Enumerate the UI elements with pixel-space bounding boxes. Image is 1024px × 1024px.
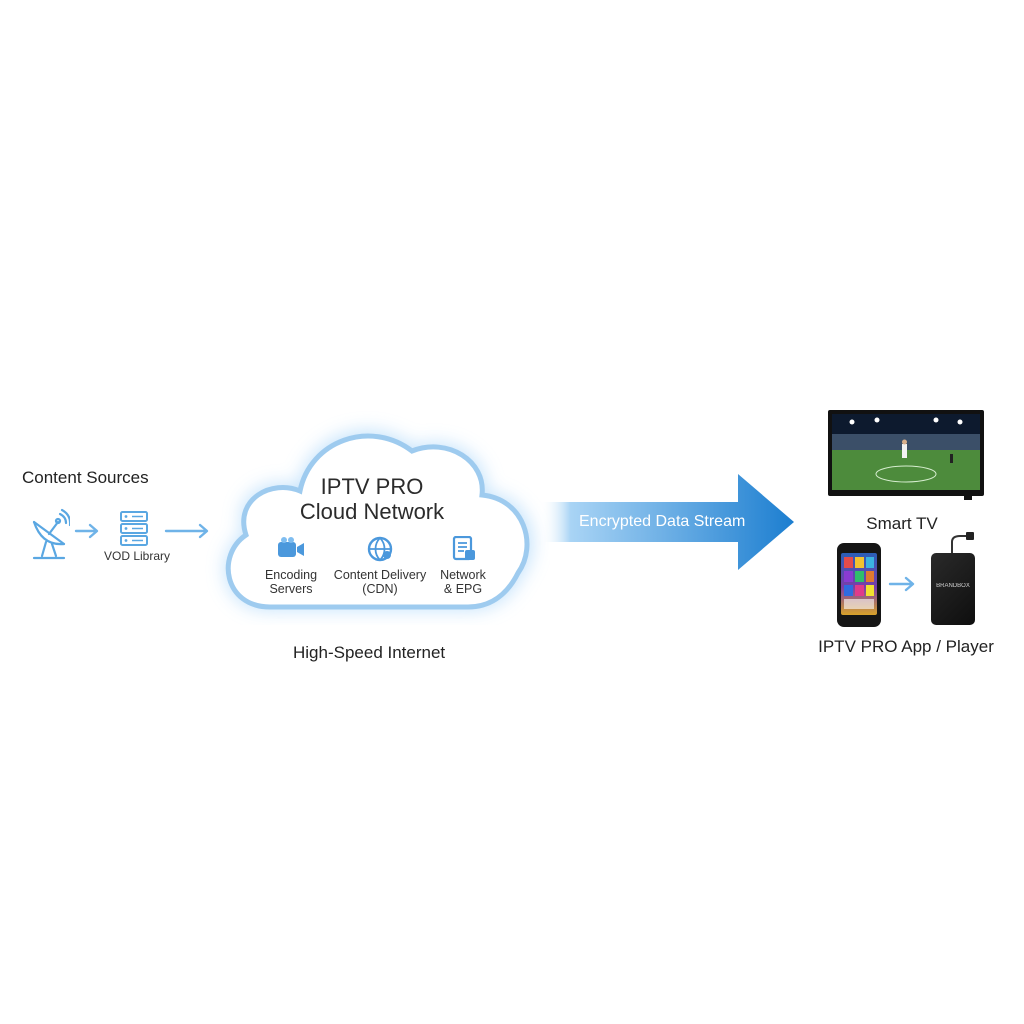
vod-library-label: VOD Library: [104, 549, 171, 563]
stadium-image: [832, 414, 980, 490]
service-cdn-line1: Content Delivery: [333, 568, 427, 582]
service-encoding-line2: Servers: [269, 582, 313, 596]
tv-screen: [832, 414, 980, 490]
service-encoding-line1: Encoding: [264, 568, 318, 582]
arrow-right-icon: [74, 523, 99, 539]
service-cdn: Content Delivery (CDN): [325, 536, 435, 596]
service-epg-line1: Network: [440, 568, 486, 582]
server-rack-icon: [120, 511, 148, 546]
player-label: IPTV PRO App / Player: [818, 637, 994, 656]
box-brand-label: BRANDBOX: [936, 583, 970, 589]
smart-tv: [828, 410, 984, 500]
streaming-box: BRANDBOX: [931, 553, 975, 625]
document-guide-icon: [452, 536, 475, 561]
satellite-dish-icon: [32, 508, 70, 560]
arrow-right-icon: [888, 576, 915, 592]
cloud-title-line1: IPTV PRO: [320, 474, 424, 499]
app-grid-image: [844, 557, 874, 609]
cloud-caption: High-Speed Internet: [293, 643, 446, 662]
data-stream-arrow: [540, 474, 794, 570]
service-epg-line2: & EPG: [443, 582, 483, 596]
cloud-title-line2: Cloud Network: [299, 499, 445, 524]
smartphone: [837, 543, 881, 627]
cloud-network-shape: [224, 430, 533, 610]
content-sources-title: Content Sources: [22, 468, 149, 487]
stream-label: Encrypted Data Stream: [579, 513, 746, 530]
arrow-right-icon: [164, 523, 209, 539]
tv-stand: [964, 496, 972, 500]
phone-screen: [841, 553, 877, 615]
smart-tv-label: Smart TV: [866, 514, 938, 533]
video-camera-icon: [278, 537, 304, 557]
service-epg: Network & EPG: [408, 536, 518, 596]
service-encoding: Encoding Servers: [236, 536, 346, 596]
service-cdn-line2: (CDN): [362, 582, 398, 596]
hdmi-cable-icon: [951, 532, 974, 554]
globe-network-icon: [367, 536, 393, 562]
